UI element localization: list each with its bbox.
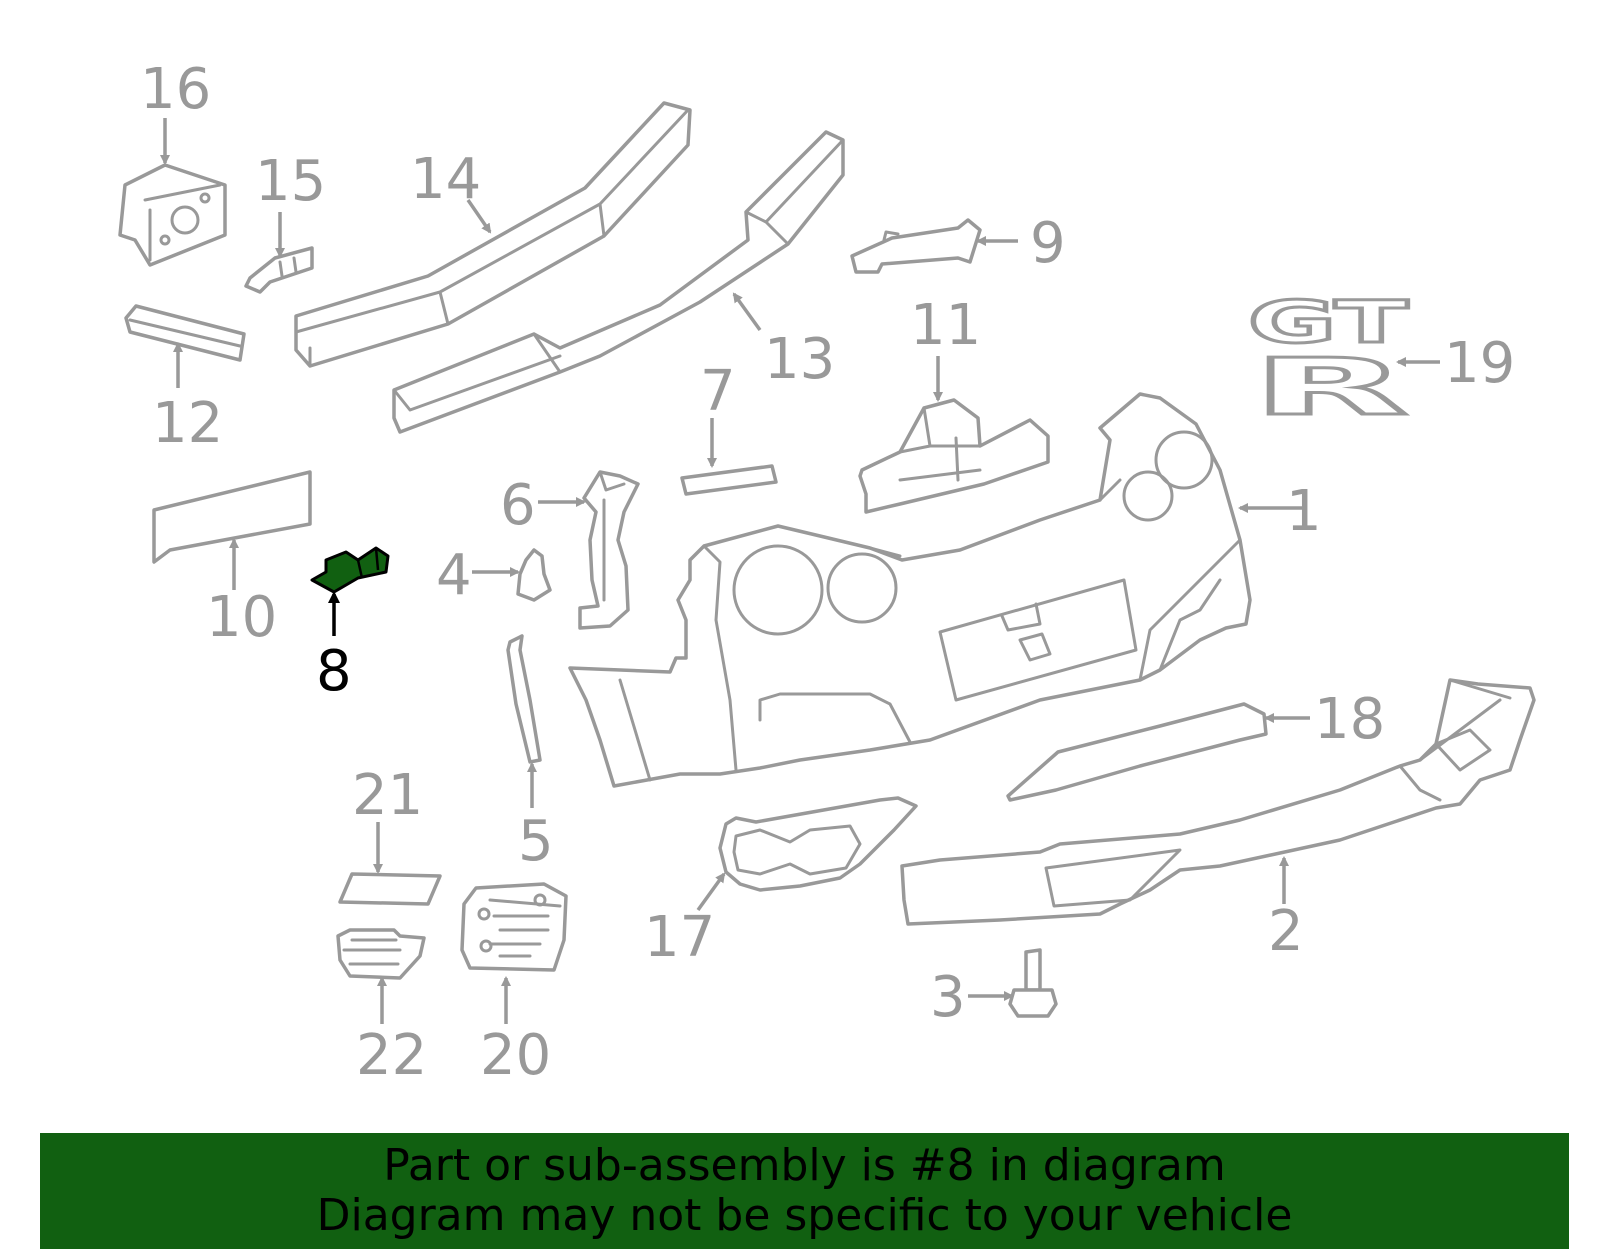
part-6-side-bracket xyxy=(578,470,640,630)
part-14-reinforcement xyxy=(294,101,692,368)
label-3: 3 xyxy=(930,965,966,1030)
label-13: 13 xyxy=(764,327,835,392)
part-7-strip xyxy=(680,464,778,496)
label-18: 18 xyxy=(1314,687,1385,752)
part-13-absorber xyxy=(392,130,845,434)
part-21-cover xyxy=(338,872,442,906)
label-14: 14 xyxy=(410,147,481,212)
part-10-panel xyxy=(152,470,312,564)
label-17: 17 xyxy=(644,905,715,970)
label-1: 1 xyxy=(1286,479,1322,544)
label-21: 21 xyxy=(352,763,423,828)
banner-line-1: Part or sub-assembly is #8 in diagram xyxy=(383,1140,1226,1191)
part-2-diffuser xyxy=(900,678,1536,926)
part-3-bolt xyxy=(1008,948,1058,1018)
label-11: 11 xyxy=(910,293,981,358)
callout-labels: 16 15 14 12 13 9 11 19 7 10 1 6 4 5 18 2… xyxy=(140,57,1515,1088)
info-banner: Part or sub-assembly is #8 in diagram Di… xyxy=(40,1133,1569,1249)
part-9-bracket xyxy=(850,218,982,274)
part-8-bracket-highlighted[interactable] xyxy=(310,546,390,594)
label-10: 10 xyxy=(206,585,277,650)
emblem-r: R xyxy=(1252,343,1408,433)
part-5-molding xyxy=(506,634,542,764)
emblem-gt: GT xyxy=(1248,288,1409,356)
part-1-bumper-cover xyxy=(568,392,1252,788)
part-18-strip xyxy=(1006,702,1268,802)
label-16: 16 xyxy=(140,57,211,122)
part-20-panel xyxy=(460,882,568,972)
label-4: 4 xyxy=(436,543,472,608)
label-12: 12 xyxy=(152,391,223,456)
label-2: 2 xyxy=(1268,899,1304,964)
label-6: 6 xyxy=(500,473,536,538)
label-19: 19 xyxy=(1444,331,1515,396)
part-16-bracket xyxy=(118,163,227,267)
part-17-lamp-housing xyxy=(718,796,918,892)
label-8-selected[interactable]: 8 xyxy=(316,639,352,704)
part-4-clip xyxy=(516,548,552,602)
part-19-emblem: GT R xyxy=(1247,287,1411,435)
leader-lines xyxy=(160,118,1440,1024)
label-5: 5 xyxy=(518,809,554,874)
label-22: 22 xyxy=(356,1023,427,1088)
label-20: 20 xyxy=(480,1023,551,1088)
label-9: 9 xyxy=(1030,211,1066,276)
part-12-pad xyxy=(124,304,246,362)
banner-line-2: Diagram may not be specific to your vehi… xyxy=(316,1190,1293,1241)
label-7: 7 xyxy=(700,359,736,424)
part-11-bracket xyxy=(858,398,1050,514)
part-22-housing xyxy=(336,928,426,980)
label-15: 15 xyxy=(255,149,326,214)
